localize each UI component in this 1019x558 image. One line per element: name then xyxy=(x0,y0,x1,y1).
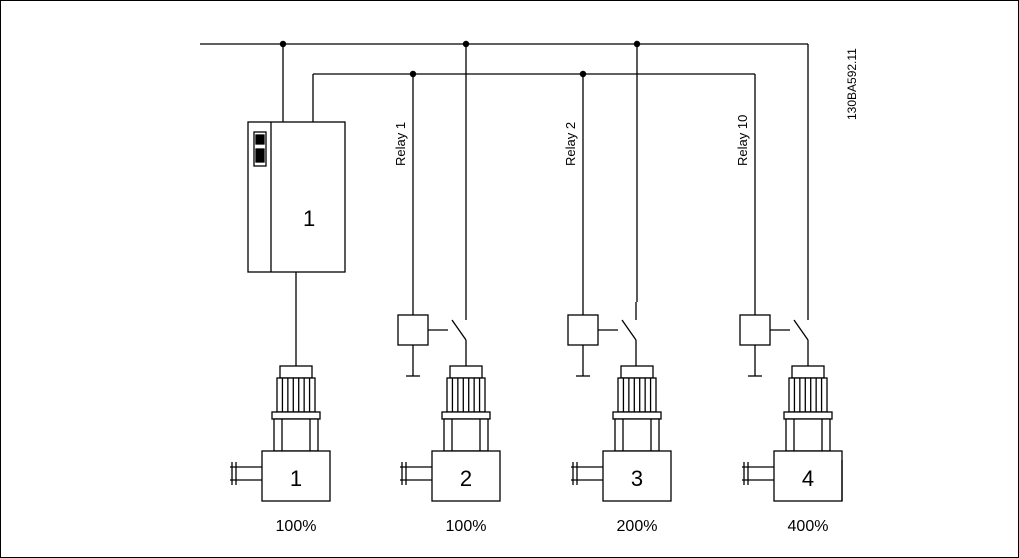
pump-stand xyxy=(785,418,831,452)
pump-unit: 2 100% xyxy=(400,365,501,535)
motor-flange xyxy=(612,411,662,420)
motor-cap xyxy=(620,365,654,379)
pump-capacity: 100% xyxy=(446,518,487,535)
pump-number: 4 xyxy=(802,466,814,491)
junction-dot xyxy=(409,70,417,78)
motor-body xyxy=(617,377,657,413)
pump-housing xyxy=(602,450,672,502)
contactor-switch xyxy=(451,319,467,341)
motor-flange xyxy=(271,411,321,420)
pump-number: 1 xyxy=(290,466,302,491)
drawing-code: 130BA592.11 xyxy=(845,48,859,120)
relay-coil xyxy=(567,314,599,346)
drive-display xyxy=(255,134,265,145)
motor-body xyxy=(788,377,828,413)
pump-stand xyxy=(273,418,319,452)
motor-body xyxy=(446,377,486,413)
pump-unit: 1 100% xyxy=(230,365,331,535)
relay-coil xyxy=(397,314,429,346)
pump-groups: 1 100% 2 100% 3 200% 4 400% xyxy=(230,365,843,535)
pump-number: 3 xyxy=(631,466,643,491)
pump-capacity: 200% xyxy=(617,518,658,535)
pump-unit: 4 400% xyxy=(742,365,843,535)
junction-dot xyxy=(462,40,470,48)
relay-coil xyxy=(739,314,771,346)
motor-body xyxy=(276,377,316,413)
pump-stand xyxy=(614,418,660,452)
pump-capacity: 100% xyxy=(276,518,317,535)
junction-dots xyxy=(279,40,641,78)
junction-dot xyxy=(279,40,287,48)
relay-groups xyxy=(397,302,809,377)
motor-flange xyxy=(441,411,491,420)
drive-keys xyxy=(255,148,265,163)
drive-label: 1 xyxy=(303,206,315,231)
relay-contactor xyxy=(567,302,637,377)
junction-dot xyxy=(579,70,587,78)
contactor-switch xyxy=(621,319,637,341)
pump-stand xyxy=(443,418,489,452)
motor-cap xyxy=(449,365,483,379)
pump-number: 2 xyxy=(460,466,472,491)
frequency-converter xyxy=(247,121,346,366)
contactor-switch xyxy=(793,319,809,341)
motor-flange xyxy=(783,411,833,420)
relay-1-label: Relay 1 xyxy=(393,122,408,166)
pump-housing xyxy=(261,450,331,502)
pump-capacity: 400% xyxy=(788,518,829,535)
relay-contactor xyxy=(397,302,467,377)
pump-housing xyxy=(431,450,501,502)
junction-dot xyxy=(633,40,641,48)
pump-unit: 3 200% xyxy=(571,365,672,535)
motor-cap xyxy=(279,365,313,379)
relay-10-label: Relay 10 xyxy=(735,115,750,166)
relay-contactor xyxy=(739,302,809,377)
relay-2-label: Relay 2 xyxy=(563,122,578,166)
motor-cap xyxy=(791,365,825,379)
